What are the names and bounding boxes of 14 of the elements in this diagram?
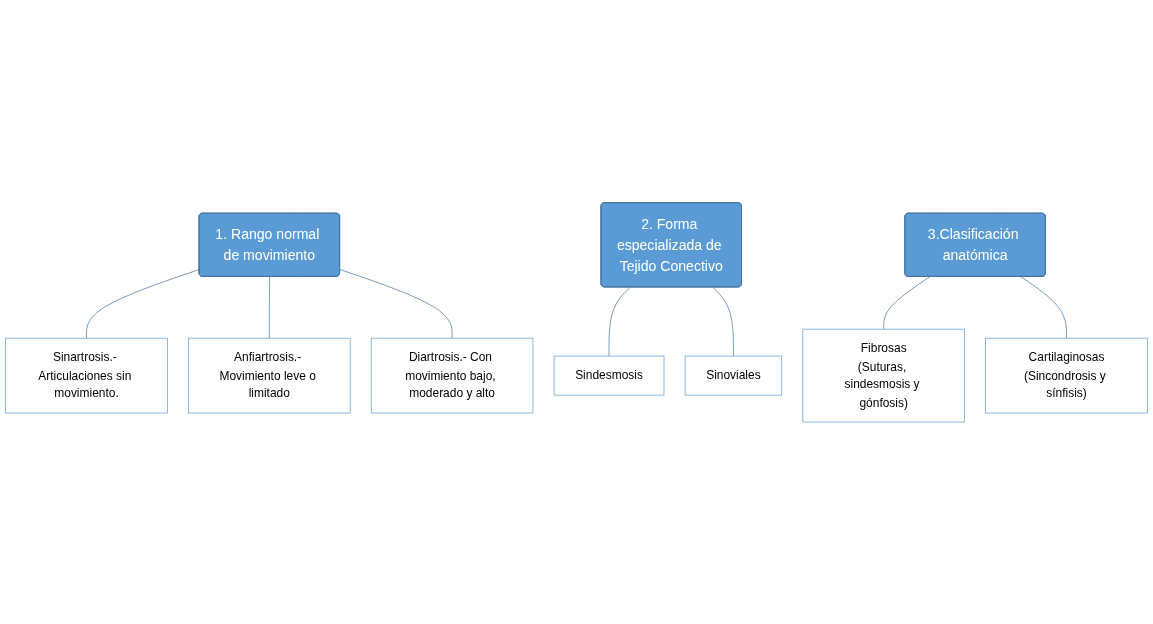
node-box: Diartrosis.- Con movimiento bajo, moderado y alto: [370, 337, 534, 414]
connector: [608, 286, 631, 357]
connector: [883, 276, 931, 330]
connector: [86, 268, 200, 339]
node-box: Fibrosas (Suturas, sindesmosis y gónfosis): [802, 328, 965, 423]
node-box: Cartilaginosas (Sincondrosis y sínfisis): [985, 337, 1148, 414]
connector: [268, 276, 270, 339]
connector: [712, 286, 734, 357]
node-box: Sinoviales: [684, 355, 783, 396]
node-box: Sinartrosis.- Articulaciones sin movimiento.: [5, 337, 168, 414]
node-box: Anfiartrosis.- Movimiento leve o limitado: [188, 337, 351, 414]
node-box: Sindesmosis: [553, 355, 665, 396]
connector: [1020, 276, 1067, 339]
connector: [339, 268, 453, 339]
